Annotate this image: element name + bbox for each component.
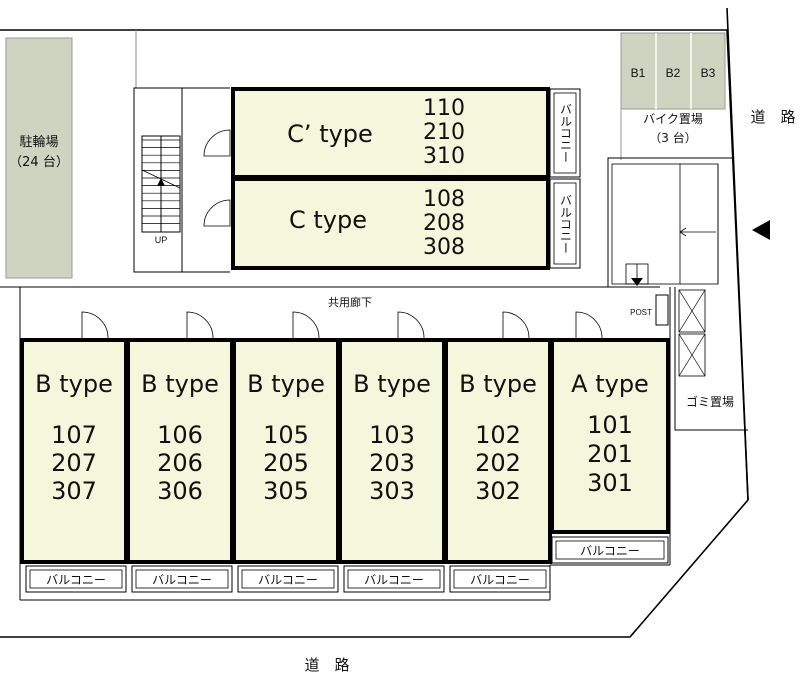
- door-swing: [502, 311, 530, 339]
- unit-c[interactable]: C type 108 208 308: [231, 177, 550, 270]
- balcony-a-type: バルコニー: [551, 536, 669, 564]
- room-number: 308: [423, 235, 465, 260]
- balcony-label: バルコニー: [559, 103, 573, 163]
- room-number: 310: [423, 144, 465, 169]
- door-swing: [397, 311, 425, 339]
- unit-type: C type: [289, 206, 367, 234]
- bike-slot-b2: B2: [666, 66, 681, 80]
- room-number: 108: [423, 187, 465, 212]
- balcony-label: バルコニー: [46, 573, 106, 587]
- room-number: 307: [51, 477, 97, 505]
- bike-slot-b3: B3: [701, 66, 716, 80]
- balcony-label: バルコニー: [364, 573, 424, 587]
- post-label: POST: [630, 308, 652, 317]
- staircase: [141, 135, 181, 233]
- bicycle-parking-label: 駐輪場: [19, 134, 58, 150]
- road-label-bottom: 道 路: [304, 656, 349, 674]
- balcony-label: バルコニー: [580, 544, 640, 558]
- bike-slot-b1: B1: [631, 66, 646, 80]
- room-number: 110: [423, 96, 465, 121]
- room-number: 202: [475, 449, 521, 477]
- balcony-label: バルコニー: [470, 573, 530, 587]
- unit-type: B type: [353, 370, 431, 398]
- room-number: 206: [157, 449, 203, 477]
- bottom-balconies: バルコニー バルコニー バルコニー バルコニー バルコニー: [25, 565, 551, 593]
- unit-type: A type: [571, 370, 649, 398]
- entrance-approach: [607, 157, 733, 287]
- room-number: 301: [587, 469, 633, 497]
- garbage-area: [674, 287, 748, 431]
- balcony-bottom-3: バルコニー: [237, 565, 339, 593]
- room-number: 105: [263, 421, 309, 449]
- post-box: [655, 294, 669, 326]
- room-number: 305: [263, 477, 309, 505]
- room-number: 203: [369, 449, 415, 477]
- room-number: 208: [423, 211, 465, 236]
- door-swing: [203, 199, 231, 227]
- entrance-arrow-icon: [752, 220, 770, 240]
- unit-type: B type: [459, 370, 537, 398]
- balcony-top-1: バルコニー: [549, 88, 581, 178]
- room-number: 210: [423, 120, 465, 145]
- balcony-bottom-1: バルコニー: [25, 565, 127, 593]
- room-number: 205: [263, 449, 309, 477]
- unit-type: B type: [247, 370, 325, 398]
- door-swing: [81, 311, 109, 339]
- balcony-bottom-4: バルコニー: [343, 565, 445, 593]
- unit-c-prime[interactable]: C’ type 110 210 310: [231, 87, 550, 179]
- garbage-label: ゴミ置場: [686, 394, 734, 409]
- room-number: 107: [51, 421, 97, 449]
- room-number: 103: [369, 421, 415, 449]
- room-number: 102: [475, 421, 521, 449]
- balcony-label: バルコニー: [258, 573, 318, 587]
- bicycle-parking-area: [5, 37, 73, 279]
- room-number: 201: [587, 440, 633, 468]
- bike-parking: [620, 32, 726, 160]
- balcony-label: バルコニー: [152, 573, 212, 587]
- corridor-label: 共用廊下: [328, 295, 372, 309]
- room-number: 303: [369, 477, 415, 505]
- bicycle-parking-capacity: （24 台）: [9, 155, 69, 170]
- balcony-bottom-2: バルコニー: [131, 565, 233, 593]
- door-swing: [186, 311, 214, 339]
- unit-type: B type: [141, 370, 219, 398]
- corridor-doors: [81, 311, 603, 339]
- unit-type: C’ type: [287, 120, 373, 148]
- road-label-right: 道 路: [750, 108, 795, 126]
- room-number: 302: [475, 477, 521, 505]
- door-swing: [292, 311, 320, 339]
- bike-parking-capacity: （3 台）: [649, 130, 696, 145]
- door-swing: [575, 311, 603, 339]
- room-number: 207: [51, 449, 97, 477]
- room-number: 306: [157, 477, 203, 505]
- door-swing: [203, 129, 231, 157]
- bike-parking-label: バイク置場: [643, 112, 703, 126]
- room-number: 106: [157, 421, 203, 449]
- balcony-top-2: バルコニー: [549, 178, 581, 269]
- balcony-bottom-5: バルコニー: [449, 565, 551, 593]
- balcony-label: バルコニー: [559, 194, 573, 254]
- right-road-edge: [726, 7, 749, 501]
- room-number: 101: [587, 411, 633, 439]
- stairs-up-label: UP: [155, 235, 168, 245]
- unit-type: B type: [35, 370, 113, 398]
